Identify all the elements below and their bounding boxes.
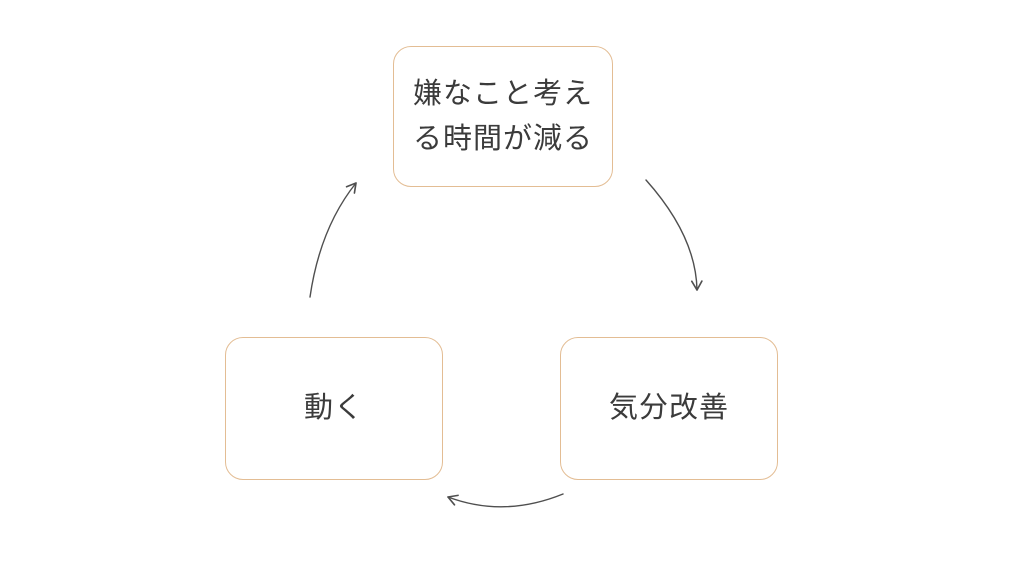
node-move: 動く	[225, 337, 443, 480]
arrow-top-to-right-icon	[645, 179, 703, 291]
arrow-right-to-left-icon	[447, 493, 564, 508]
node-mood-improvement-label: 気分改善	[608, 392, 729, 425]
node-thinking-time-decreases: 嫌なこと考え る時間が減る	[393, 46, 613, 187]
node-thinking-time-decreases-label: 嫌なこと考え る時間が減る	[412, 77, 593, 155]
node-mood-improvement: 気分改善	[560, 337, 778, 480]
node-move-label: 動く	[303, 392, 364, 425]
arrow-left-to-top-icon	[309, 182, 357, 298]
